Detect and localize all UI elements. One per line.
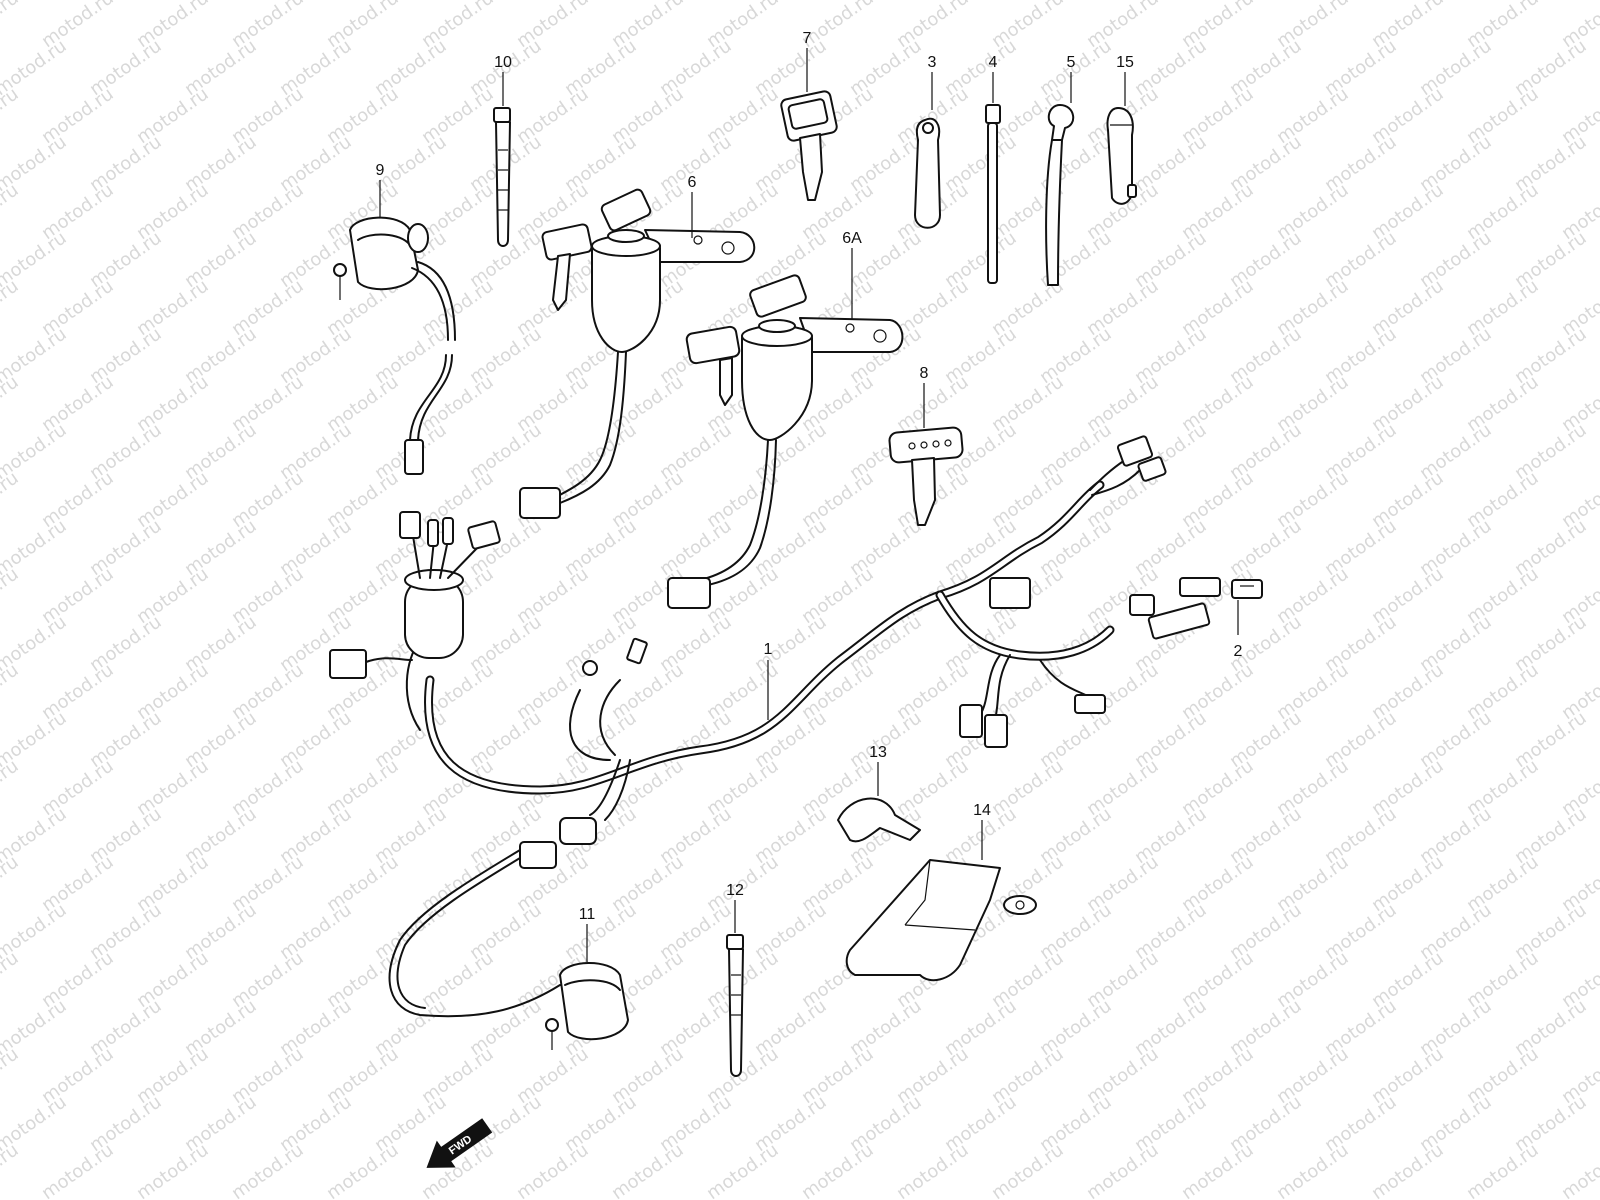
callout-3: 3 [928, 54, 937, 110]
watermark-text: motod.ru [0, 564, 23, 629]
callout-label: 8 [920, 365, 929, 382]
watermark-text: motod.ru [0, 948, 23, 1013]
watermark-text: motod.ru [798, 1140, 878, 1200]
callout-10: 10 [494, 54, 512, 106]
watermark-text: motod.ru [0, 660, 23, 725]
callout-6a: 6A [842, 230, 862, 320]
callout-label: 9 [376, 162, 385, 179]
callout-12: 12 [726, 882, 744, 933]
callout-11: 11 [579, 906, 596, 962]
ignition-key[interactable] [780, 90, 838, 201]
watermark-text: motod.ru [1273, 1140, 1353, 1200]
wiring-harness[interactable] [388, 459, 1141, 1018]
callout-label: 15 [1116, 54, 1134, 71]
cable-tie[interactable] [985, 104, 1001, 284]
spare-key[interactable] [888, 426, 964, 526]
cable-tie-12[interactable] [726, 934, 744, 1077]
callout-label: 11 [579, 906, 596, 923]
callout-7: 7 [803, 30, 812, 92]
watermark-text: motod.ru [0, 180, 23, 245]
watermark-text: motod.ru [38, 1140, 118, 1200]
callout-label: 3 [928, 54, 937, 71]
callout-label: 1 [764, 641, 773, 658]
callout-label: 6 [688, 174, 697, 191]
watermark-text: motod.ru [0, 276, 23, 341]
switch-assembly-11[interactable] [545, 962, 629, 1050]
harness-clamp-15[interactable] [1106, 107, 1137, 205]
watermark-text: motod.ru [988, 1140, 1068, 1200]
fuse[interactable] [1231, 579, 1263, 599]
ignition-switch-6a[interactable] [667, 274, 904, 609]
callout-14: 14 [973, 802, 991, 860]
callout-label: 2 [1234, 643, 1243, 660]
ignition-switch[interactable] [519, 188, 756, 519]
callout-8: 8 [920, 365, 929, 428]
watermark-text: motod.ru [1178, 1140, 1258, 1200]
callout-label: 10 [494, 54, 512, 71]
watermark-text: motod.ru [893, 1140, 973, 1200]
watermark-text: motod.ru [513, 1140, 593, 1200]
harness-clamp[interactable] [914, 117, 941, 229]
callout-1: 1 [764, 641, 773, 720]
callout-label: 5 [1067, 54, 1076, 71]
watermark-text: motod.ru [228, 1140, 308, 1200]
callout-label: 12 [726, 882, 744, 899]
callout-15: 15 [1116, 54, 1134, 106]
watermark-text: motod.ru [703, 1140, 783, 1200]
watermark-text: motod.ru [0, 1140, 23, 1200]
cable-tie-10[interactable] [493, 107, 511, 247]
callout-label: 14 [973, 802, 991, 819]
callout-label: 6A [842, 230, 862, 247]
watermark-text: motod.ru [0, 372, 23, 437]
harness-connectors [329, 435, 1221, 869]
cable-tie-clip[interactable] [1045, 104, 1075, 286]
callout-2: 2 [1234, 600, 1243, 660]
watermark-text: motod.ru [323, 1140, 403, 1200]
watermark-text: motod.ru [133, 1140, 213, 1200]
watermark-text: motod.ru [0, 468, 23, 533]
watermark-text: motod.ru [0, 756, 23, 821]
callout-9: 9 [376, 162, 385, 218]
watermark-text: motod.ru [0, 852, 23, 917]
callout-label: 7 [803, 30, 812, 47]
mounting-bracket[interactable] [845, 859, 1037, 982]
watermark-text: motod.ru [1083, 1140, 1163, 1200]
callout-13: 13 [869, 744, 887, 796]
callout-4: 4 [989, 54, 998, 103]
callout-label: 4 [989, 54, 998, 71]
watermark-text: motod.ru [0, 84, 23, 149]
watermark-text: motod.ru [608, 1140, 688, 1200]
switch-assembly-9[interactable] [333, 216, 456, 475]
watermark-text: motod.ru [0, 0, 23, 52]
callout-label: 13 [869, 744, 887, 761]
callout-6: 6 [688, 174, 697, 238]
watermark-text: motod.ru [0, 1044, 23, 1109]
terminal-cover[interactable] [837, 797, 921, 843]
watermark-text: motod.ru [1558, 1140, 1600, 1200]
watermark-text: motod.ru [1463, 1140, 1543, 1200]
watermark-text: motod.ru [1368, 1140, 1448, 1200]
callout-5: 5 [1067, 54, 1076, 103]
